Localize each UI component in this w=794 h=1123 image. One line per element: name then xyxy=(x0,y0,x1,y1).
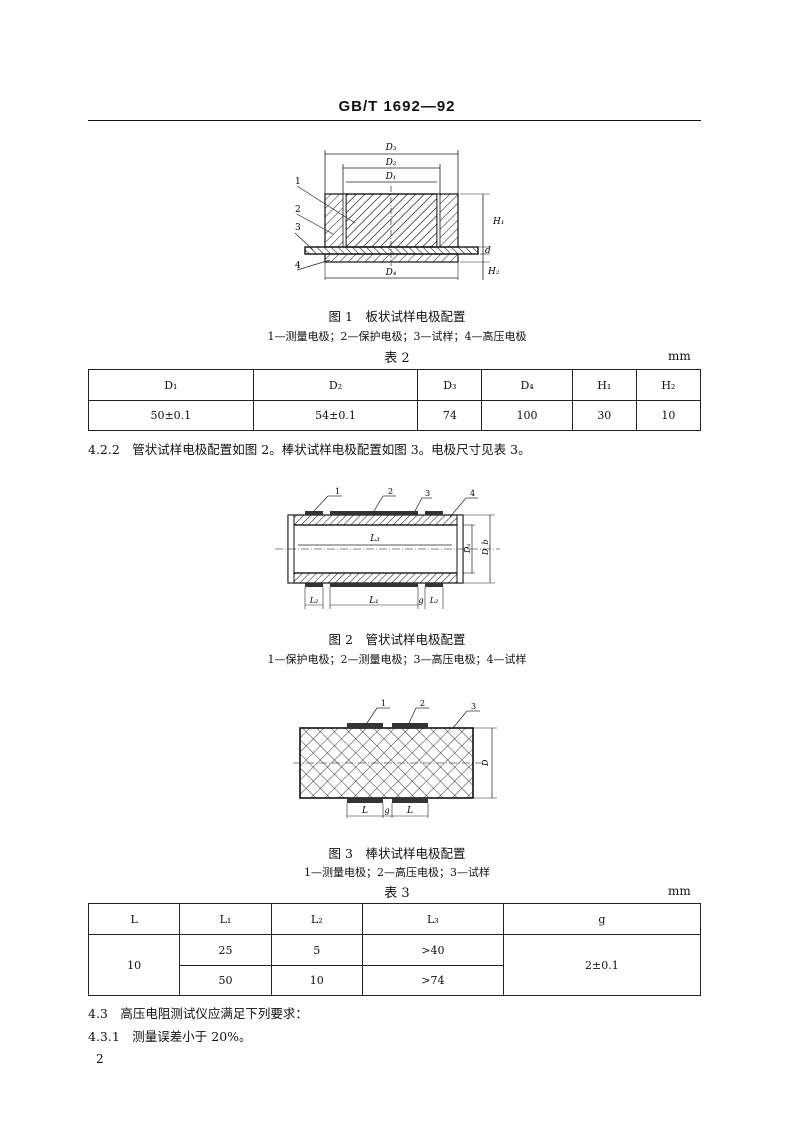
table3-header-cell: L₃ xyxy=(361,903,504,935)
label-D4: D₄ xyxy=(385,268,397,278)
callout-3: 3 xyxy=(425,489,430,498)
callout-1: 1 xyxy=(335,487,340,496)
figure1-caption: 图 1 板状试样电极配置 xyxy=(328,309,466,324)
table3-cell: >74 xyxy=(361,965,504,996)
table3-cell: 2±0.1 xyxy=(502,934,702,996)
callout-1: 1 xyxy=(295,177,301,187)
table3-header-row: L L₁ L₂ L₃ g xyxy=(87,903,702,935)
table2-header-cell: D₁ xyxy=(88,369,254,401)
table2-cell: 10 xyxy=(635,400,702,431)
label-D3: D₃ xyxy=(385,143,397,153)
table2-header-row: D₁ D₂ D₃ D₄ H₁ H₂ xyxy=(88,369,702,401)
table3-cell: 50 xyxy=(179,965,272,996)
label-L-left: L xyxy=(361,806,368,816)
header-rule xyxy=(88,120,701,121)
label-g: g xyxy=(418,596,423,605)
table2-cell: 54±0.1 xyxy=(252,400,419,431)
para-4-2-2: 4.2.2 管状试样电极配置如图 2。棒状试样电极配置如图 3。电极尺寸见表 3… xyxy=(88,442,531,457)
table2-header-cell: D₃ xyxy=(417,369,483,401)
page-number: 2 xyxy=(96,1052,104,1066)
figure1-diagram: D₃ D₂ D₁ D₄ H₁ d H₂ 1 2 3 4 xyxy=(294,143,504,280)
callout-2: 2 xyxy=(295,205,301,215)
figure2-legend: 1—保护电极；2—测量电极；3—高压电极；4—试样 xyxy=(267,653,527,666)
table3-unit: mm xyxy=(668,884,691,898)
label-L2: L₂ xyxy=(309,596,319,605)
figure2-caption: 图 2 管状试样电极配置 xyxy=(328,632,466,647)
label-d: d xyxy=(485,246,491,256)
callout-2: 2 xyxy=(420,699,425,708)
table3-header-cell: L xyxy=(87,903,181,935)
table2-cell: 74 xyxy=(417,400,483,431)
table2: D₁ D₂ D₃ D₄ H₁ H₂ 50±0.1 54±0.1 74 100 3… xyxy=(88,369,702,431)
table3-row: 10 25 5 >40 2±0.1 xyxy=(87,934,702,996)
table3-row: 50 10 >74 xyxy=(89,965,701,996)
label-L1: L₁ xyxy=(368,596,379,606)
callout-3: 3 xyxy=(471,702,476,711)
callout-2: 2 xyxy=(388,487,393,496)
figure2-diagram: L₃ Dₐ D_b L₂ L₁ g L₂ 1 2 3 4 xyxy=(275,487,500,609)
table2-header-cell: D₄ xyxy=(481,369,573,401)
label-DB: D_b xyxy=(481,539,490,556)
table3-cell: 5 xyxy=(270,934,363,966)
table3-header-cell: L₂ xyxy=(270,903,363,935)
table3-header-cell: g xyxy=(502,903,702,935)
page-header: GB/T 1692—92 xyxy=(338,98,456,115)
figure3-diagram: D L g L 1 2 3 xyxy=(293,699,497,818)
table3-header-cell: L₁ xyxy=(179,903,272,935)
table3-cell: >40 xyxy=(361,934,504,966)
label-D2: D₂ xyxy=(385,158,397,168)
table3-cell: 10 xyxy=(87,934,181,996)
para-4-3-1: 4.3.1 测量误差小于 20%。 xyxy=(88,1029,252,1044)
figure1-legend: 1—测量电极；2—保护电极；3—试样；4—高压电极 xyxy=(267,330,527,343)
figure3-caption: 图 3 棒状试样电极配置 xyxy=(328,846,466,861)
figure3-legend: 1—测量电极；2—高压电极；3—试样 xyxy=(304,866,490,879)
table2-cell: 50±0.1 xyxy=(88,400,254,431)
table2-title: 表 2 xyxy=(384,351,410,366)
table3: L L₁ L₂ L₃ g 10 25 5 >40 2±0.1 50 10 >74 xyxy=(87,903,702,996)
label-L3: L₃ xyxy=(369,534,380,544)
label-L2b: L₂ xyxy=(429,596,439,605)
callout-1: 1 xyxy=(381,699,386,708)
callout-3: 3 xyxy=(295,223,301,233)
label-H1: H₁ xyxy=(492,217,504,227)
para-4-3: 4.3 高压电阻测试仪应满足下列要求： xyxy=(88,1006,308,1021)
table3-cell: 10 xyxy=(270,965,363,996)
table2-row: 50±0.1 54±0.1 74 100 30 10 xyxy=(88,400,702,431)
label-L-right: L xyxy=(406,806,413,816)
table2-header-cell: H₁ xyxy=(571,369,637,401)
callout-4: 4 xyxy=(470,489,475,498)
table2-cell: 30 xyxy=(571,400,637,431)
label-DA: Dₐ xyxy=(463,544,472,554)
table3-cell: 25 xyxy=(179,934,272,966)
table2-cell: 100 xyxy=(481,400,573,431)
table2-unit: mm xyxy=(668,349,691,363)
label-g: g xyxy=(384,806,389,815)
table3-title: 表 3 xyxy=(384,886,410,901)
label-D: D xyxy=(481,759,490,767)
table2-header-cell: H₂ xyxy=(635,369,702,401)
table2-header-cell: D₂ xyxy=(252,369,419,401)
label-H2: H₂ xyxy=(487,267,500,277)
label-D1: D₁ xyxy=(385,172,397,182)
callout-4: 4 xyxy=(295,261,301,271)
